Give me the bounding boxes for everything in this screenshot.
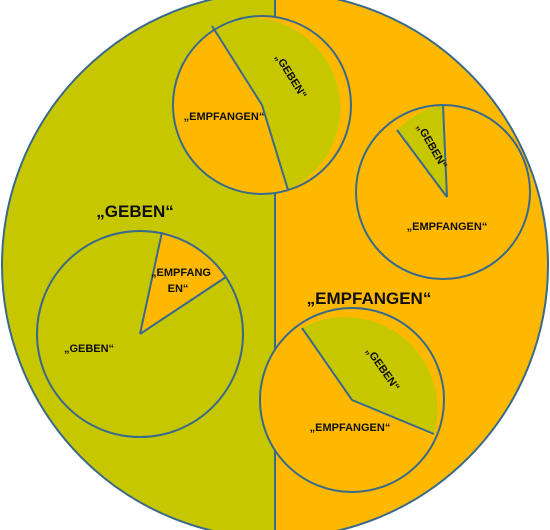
top-circle-sector-lines [211, 25, 289, 191]
top-circle-geben-sector [212, 17, 341, 191]
main-geben-label: „GEBEN“ [96, 202, 173, 221]
bottom-circle: „GEBEN“ „EMPFANGEN“ [259, 307, 445, 493]
right-circle-sector-lines [396, 104, 448, 198]
left-circle-empfangen-label-line2: EN“ [168, 283, 189, 295]
top-circle-border [172, 15, 352, 195]
left-circle-empfangen-sector [140, 232, 226, 334]
right-circle: „GEBEN“ „EMPFANGEN“ [355, 104, 531, 280]
right-circle-geben-sector [397, 105, 447, 197]
right-circle-border [355, 104, 531, 280]
bottom-circle-empfangen-label: „EMPFANGEN“ [310, 422, 391, 434]
left-circle: „EMPFANG EN“ „GEBEN“ [36, 230, 244, 438]
left-circle-border [36, 230, 244, 438]
left-circle-sector-lines [139, 231, 227, 335]
top-circle-empfangen-label: „EMPFANGEN“ [184, 111, 265, 123]
main-empfangen-label: „EMPFANGEN“ [307, 289, 432, 308]
right-circle-empfangen-label: „EMPFANGEN“ [407, 221, 488, 233]
top-circle: „GEBEN“ „EMPFANGEN“ [172, 15, 352, 195]
bottom-circle-geben-sector [302, 317, 438, 434]
bottom-circle-sector-lines [301, 327, 435, 435]
left-circle-empfangen-label-line1: „EMPFANG [151, 267, 211, 279]
bottom-circle-border [259, 307, 445, 493]
left-circle-geben-label: „GEBEN“ [64, 343, 114, 355]
